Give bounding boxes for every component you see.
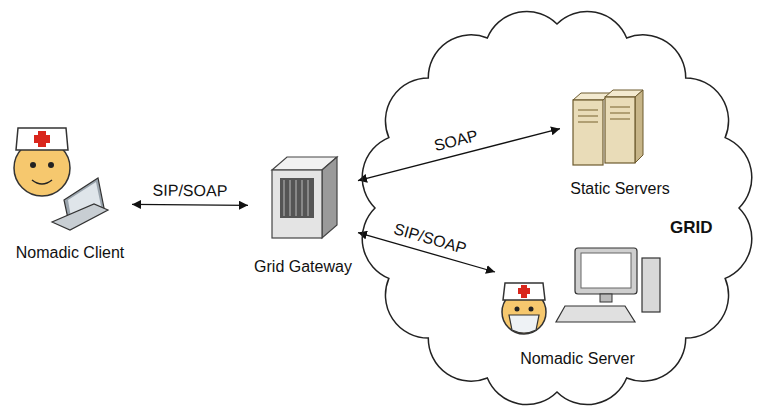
node-label: Nomadic Server <box>495 349 660 368</box>
nurse-icon <box>502 283 546 334</box>
network-node: Grid Gateway <box>248 152 358 276</box>
nurse-icon <box>14 128 70 196</box>
gateway-icon <box>272 157 337 238</box>
network-node: Nomadic Client <box>8 128 132 262</box>
node-label: Static Servers <box>560 179 680 198</box>
connector-arrow <box>132 204 248 206</box>
protocol-label: SIP/SOAP <box>150 182 231 201</box>
protocol-label: SOAP <box>429 126 482 156</box>
computer-icon <box>556 248 660 322</box>
network-node: Static Servers <box>560 88 680 198</box>
region-label: GRID <box>670 218 713 237</box>
cloud-outline <box>362 11 752 404</box>
network-node: Nomadic Server <box>495 240 660 368</box>
protocol-label: SIP/SOAP <box>389 219 472 259</box>
server-icon <box>573 90 643 165</box>
laptop-icon <box>52 178 108 230</box>
node-label: Grid Gateway <box>248 257 358 276</box>
grid-cloud: GRID Static ServersNomadic Server <box>352 4 762 412</box>
node-label: Nomadic Client <box>8 243 132 262</box>
